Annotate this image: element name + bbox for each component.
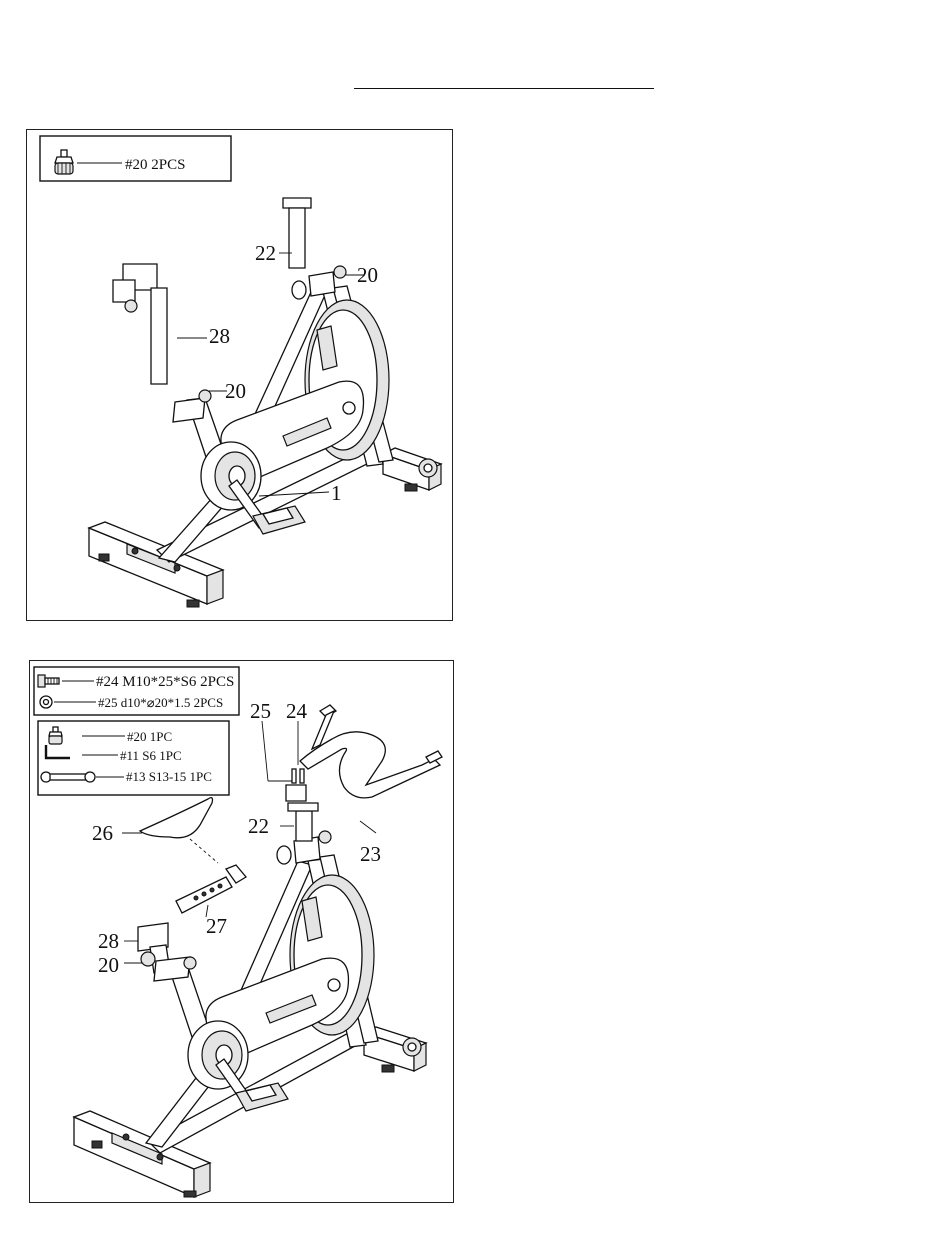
callout-25: 25 xyxy=(250,699,271,723)
callout-1: 1 xyxy=(331,481,342,505)
callout-26: 26 xyxy=(92,821,113,845)
tool-11-qty: #11 S6 1PC xyxy=(120,748,182,763)
callout-23: 23 xyxy=(360,842,381,866)
washer-icon xyxy=(40,696,52,708)
tool-20-qty: #20 1PC xyxy=(127,729,172,744)
wrench-icon xyxy=(41,772,95,782)
knob-icon xyxy=(55,150,73,174)
callout-24: 24 xyxy=(286,699,308,723)
callout-22: 22 xyxy=(255,241,276,265)
bolt-icon xyxy=(38,675,59,687)
assembly-step-1-panel: #20 2PCS xyxy=(26,129,453,621)
callout-20: 20 xyxy=(225,379,246,403)
part-25-qty: #25 d10*⌀20*1.5 2PCS xyxy=(98,695,223,710)
callout-20: 20 xyxy=(98,953,119,977)
callout-28: 28 xyxy=(209,324,230,348)
assembly-step-2-panel: #24 M10*25*S6 2PCS #25 d10*⌀20*1.5 2PCS … xyxy=(29,660,454,1203)
callout-22: 22 xyxy=(248,814,269,838)
part-24-qty: #24 M10*25*S6 2PCS xyxy=(96,674,234,690)
callout-27: 27 xyxy=(206,914,227,938)
part-20-qty: #20 2PCS xyxy=(125,157,185,173)
step-2-diagram: #24 M10*25*S6 2PCS #25 d10*⌀20*1.5 2PCS … xyxy=(30,661,453,1202)
allen-key-icon xyxy=(46,745,70,758)
knob-icon xyxy=(49,727,62,744)
callout-28: 28 xyxy=(98,929,119,953)
callout-20: 20 xyxy=(357,263,378,287)
title-underline xyxy=(354,88,654,89)
tool-13-qty: #13 S13-15 1PC xyxy=(126,769,212,784)
step-1-diagram: #20 2PCS xyxy=(27,130,452,620)
